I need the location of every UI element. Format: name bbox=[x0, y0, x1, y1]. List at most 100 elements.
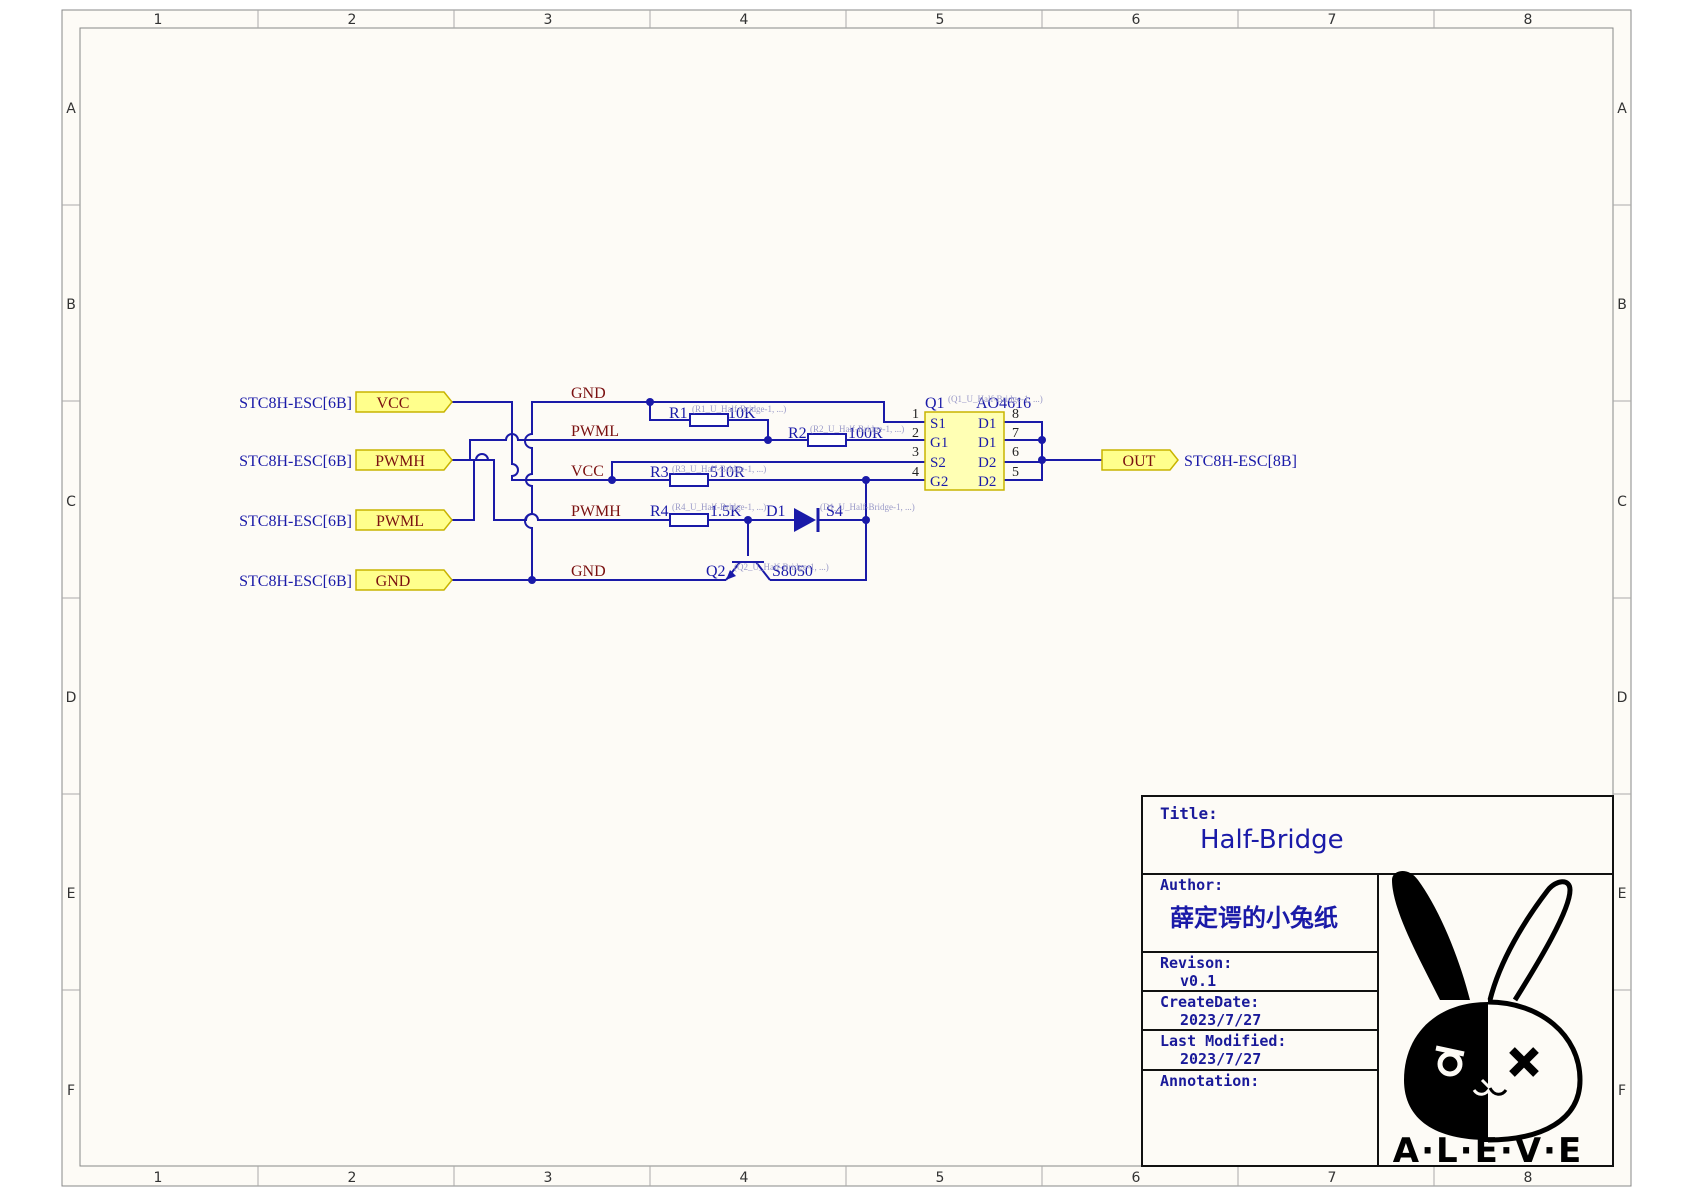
q2-note: (Q2_U_Half-Bridge-1, ...) bbox=[734, 562, 829, 572]
q2-value: S8050 bbox=[772, 563, 813, 580]
port-pwmh-sheet: STC8H-ESC[6B] bbox=[239, 453, 352, 470]
r4-value: 1.5K bbox=[710, 503, 742, 520]
port-pwmh[interactable] bbox=[355, 449, 453, 471]
q1-pin-num: 8 bbox=[1012, 407, 1019, 422]
net-label-pwmh: PWMH bbox=[571, 503, 621, 520]
logo-text: A·L·E·V·E bbox=[1393, 1131, 1583, 1171]
row-label-left: A bbox=[66, 101, 76, 117]
col-label-bottom: 3 bbox=[544, 1170, 553, 1186]
net-label-vcc: VCC bbox=[571, 463, 604, 480]
row-label-right: D bbox=[1617, 690, 1628, 706]
resistor-r2[interactable]: R2 100R (R2_U_Half-Bridge-1, ...) bbox=[788, 424, 904, 447]
col-label-top: 1 bbox=[154, 12, 163, 28]
output-port: OUT STC8H-ESC[8B] bbox=[1101, 449, 1297, 471]
title-label: Title: bbox=[1160, 804, 1218, 823]
q1-note: (Q1_U_Half-Bridge-1, ...) bbox=[948, 394, 1043, 404]
q1-pin-name: D1 bbox=[978, 435, 996, 451]
port-vcc-label: VCC bbox=[377, 395, 410, 412]
port-gnd[interactable] bbox=[355, 569, 453, 591]
row-label-right: C bbox=[1617, 494, 1627, 510]
revision-label: Revison: bbox=[1160, 954, 1232, 972]
col-label-bottom: 7 bbox=[1328, 1170, 1337, 1186]
q1-pin-name: S1 bbox=[930, 416, 946, 432]
q1-pin-num: 7 bbox=[1012, 426, 1019, 441]
resistor-r4[interactable]: R4 1.5K (R4_U_Half-Bridge-1, ...) bbox=[650, 502, 766, 527]
col-label-top: 2 bbox=[348, 12, 357, 28]
row-label-right: F bbox=[1618, 1083, 1626, 1099]
port-gnd-label: GND bbox=[376, 573, 411, 590]
r4-note: (R4_U_Half-Bridge-1, ...) bbox=[672, 502, 766, 512]
q1-pin-num: 6 bbox=[1012, 445, 1019, 460]
r3-value: 510R bbox=[710, 464, 745, 481]
wires bbox=[452, 401, 1102, 581]
author-label: Author: bbox=[1160, 876, 1223, 894]
q1-pin-name: D1 bbox=[978, 416, 996, 432]
col-label-top: 7 bbox=[1328, 12, 1337, 28]
mosfet-q1[interactable]: Q1 AO4616 (Q1_U_Half-Bridge-1, ...) 1 S1… bbox=[912, 394, 1043, 491]
r2-note: (R2_U_Half-Bridge-1, ...) bbox=[810, 424, 904, 434]
q2-ref: Q2 bbox=[706, 563, 726, 580]
col-label-bottom: 8 bbox=[1524, 1170, 1533, 1186]
resistor-r1[interactable]: R1 10K (R1_U_Half-Bridge-1, ...) bbox=[669, 404, 786, 427]
port-vcc-sheet: STC8H-ESC[6B] bbox=[239, 395, 352, 412]
col-label-top: 6 bbox=[1132, 12, 1141, 28]
create-date-label: CreateDate: bbox=[1160, 993, 1259, 1011]
port-pwml-label: PWML bbox=[376, 513, 424, 530]
resistor-r3[interactable]: R3 510R (R3_U_Half-Bridge-1, ...) bbox=[650, 464, 766, 487]
r2-value: 100R bbox=[848, 425, 883, 442]
diode-d1[interactable]: D1 S4 (D1_U_Half-Bridge-1, ...) bbox=[766, 502, 915, 532]
row-label-right: A bbox=[1617, 101, 1627, 117]
port-out-label: OUT bbox=[1123, 453, 1156, 470]
d1-ref: D1 bbox=[766, 503, 786, 520]
row-label-right: B bbox=[1617, 297, 1627, 313]
q1-pin-num: 4 bbox=[912, 465, 919, 480]
annotation-label: Annotation: bbox=[1160, 1072, 1259, 1090]
q1-pin-name: S2 bbox=[930, 455, 946, 471]
sheet-title: Half-Bridge bbox=[1200, 825, 1344, 855]
d1-note: (D1_U_Half-Bridge-1, ...) bbox=[820, 502, 915, 512]
col-label-bottom: 1 bbox=[154, 1170, 163, 1186]
col-label-top: 3 bbox=[544, 12, 553, 28]
port-vcc[interactable] bbox=[355, 391, 453, 413]
row-label-left: B bbox=[66, 297, 76, 313]
q1-pin-name: G2 bbox=[930, 474, 948, 490]
modified-value: 2023/7/27 bbox=[1180, 1050, 1261, 1068]
d1-value: S4 bbox=[826, 503, 843, 520]
col-label-top: 8 bbox=[1524, 12, 1533, 28]
port-pwml-sheet: STC8H-ESC[6B] bbox=[239, 513, 352, 530]
q1-pin-num: 1 bbox=[912, 407, 919, 422]
q1-pin-num: 5 bbox=[1012, 465, 1019, 480]
revision-value: v0.1 bbox=[1180, 972, 1216, 990]
q1-pin-num: 3 bbox=[912, 445, 919, 460]
r1-value: 10K bbox=[728, 405, 756, 422]
modified-label: Last Modified: bbox=[1160, 1032, 1286, 1050]
transistor-q2[interactable]: Q2 S8050 (Q2_U_Half-Bridge-1, ...) bbox=[706, 561, 829, 581]
port-pwmh-label: PWMH bbox=[375, 453, 425, 470]
col-label-top: 5 bbox=[936, 12, 945, 28]
row-label-left: F bbox=[67, 1083, 75, 1099]
port-gnd-sheet: STC8H-ESC[6B] bbox=[239, 573, 352, 590]
col-label-bottom: 2 bbox=[348, 1170, 357, 1186]
junctions bbox=[528, 398, 1046, 584]
r3-ref: R3 bbox=[650, 464, 669, 481]
author-name: 薛定谔的小兔纸 bbox=[1170, 904, 1338, 932]
r4-ref: R4 bbox=[650, 503, 669, 520]
net-labels: GND PWML VCC PWMH GND bbox=[571, 385, 621, 580]
r2-ref: R2 bbox=[788, 425, 807, 442]
row-label-left: C bbox=[66, 494, 76, 510]
r1-note: (R1_U_Half-Bridge-1, ...) bbox=[692, 404, 786, 414]
row-label-right: E bbox=[1618, 886, 1627, 902]
net-label-pwml: PWML bbox=[571, 423, 619, 440]
port-out[interactable] bbox=[1101, 449, 1179, 471]
input-ports: VCC STC8H-ESC[6B] PWMH STC8H-ESC[6B] PWM… bbox=[239, 391, 453, 591]
r3-note: (R3_U_Half-Bridge-1, ...) bbox=[672, 464, 766, 474]
q1-pin-name: G1 bbox=[930, 435, 948, 451]
row-label-left: D bbox=[66, 690, 77, 706]
q1-pin-num: 2 bbox=[912, 426, 919, 441]
q1-ref: Q1 bbox=[925, 395, 945, 412]
q1-pin-name: D2 bbox=[978, 455, 996, 471]
port-pwml[interactable] bbox=[355, 509, 453, 531]
net-label-gnd-top: GND bbox=[571, 385, 606, 402]
row-label-left: E bbox=[67, 886, 76, 902]
